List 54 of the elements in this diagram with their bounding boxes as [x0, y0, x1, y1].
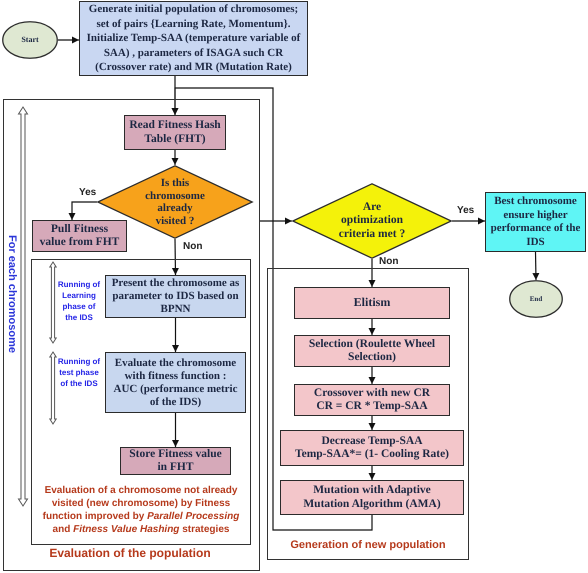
phase-label: Running of test phase of the IDS	[57, 356, 101, 389]
node-label: Best chromosome ensure higher performance of the IDS	[490, 195, 581, 249]
terminal-ellipse	[2, 21, 58, 59]
arrow	[452, 218, 485, 224]
process-box	[280, 430, 464, 466]
process-box	[105, 275, 246, 318]
node-label: Temp-SAA*= (1- Cooling Rate)	[294, 448, 450, 462]
group-title: Evaluation of the population	[48, 547, 212, 560]
process-box	[120, 447, 231, 475]
node-label: Decrease Temp-SAA	[321, 434, 423, 448]
node-label: Mutation with Adaptive Mutation Algorithm (AMA)	[302, 484, 442, 511]
node-label: CR = CR * Temp-SAA	[316, 400, 428, 414]
arrow	[172, 413, 179, 447]
phase-label: Running of Learning phase of the IDS	[57, 279, 101, 323]
process-box	[32, 220, 127, 252]
group-caption: Evaluation of a chromosome not already visited (new chromosome) by Fitness function improved by Parallel Processing and Fitness Value Hashing strategies	[42, 484, 240, 536]
node-label: Crossover with new CR	[314, 386, 430, 400]
arrow	[368, 319, 376, 335]
decision-label: Is this chromosome already visited ?	[144, 177, 206, 227]
node-label: Elitism	[354, 296, 390, 310]
group-frame	[267, 268, 469, 560]
process-box	[294, 287, 450, 319]
node-label: Evaluate the chromosome with fitness function : AUC (performance metric of the IDS)	[114, 356, 238, 408]
vertical-label: For each chromosome	[5, 235, 18, 353]
terminal-ellipse	[509, 280, 563, 318]
terminal-label: Start	[21, 35, 39, 45]
process-box	[105, 352, 246, 413]
arrow	[172, 87, 373, 531]
node-label: Selection (Roulette Wheel Selection)	[308, 338, 436, 364]
process-box	[280, 480, 464, 515]
arrow	[368, 416, 376, 430]
group-frame	[31, 259, 251, 545]
arrow	[368, 466, 376, 480]
arrow	[172, 239, 179, 275]
group-title: Generation of new population	[289, 539, 447, 552]
process-box	[294, 335, 450, 367]
decision-label: Are optimization criteria met ?	[338, 200, 406, 242]
arrow	[172, 150, 178, 165]
arrow	[172, 318, 179, 352]
group-frame	[3, 99, 260, 571]
process-box	[294, 384, 450, 416]
arrow	[58, 36, 79, 44]
arrow	[368, 259, 376, 287]
decision-diamond	[292, 183, 452, 259]
arrow	[68, 201, 97, 220]
node-label: Generate initial population of chromosomes; set of pairs {Learning Rate, Momentum}. Initialize Temp-SAA (temperature variable of SAA) , parameters of ISAGA such CR (Crossover rate) and MR (Mutation Rate)	[86, 2, 302, 75]
node-label: Pull Fitness value from FHT	[38, 222, 120, 250]
node-label: Store Fitness value in FHT	[128, 448, 223, 474]
node-label: Present the chromosome as parameter to IDS based on BPNN	[110, 277, 240, 316]
arrow	[368, 367, 376, 384]
arrow	[260, 218, 292, 224]
arrow	[532, 252, 540, 280]
node-label: Read Fitness Hash Table (FHT)	[129, 119, 221, 146]
process-box	[124, 115, 226, 150]
